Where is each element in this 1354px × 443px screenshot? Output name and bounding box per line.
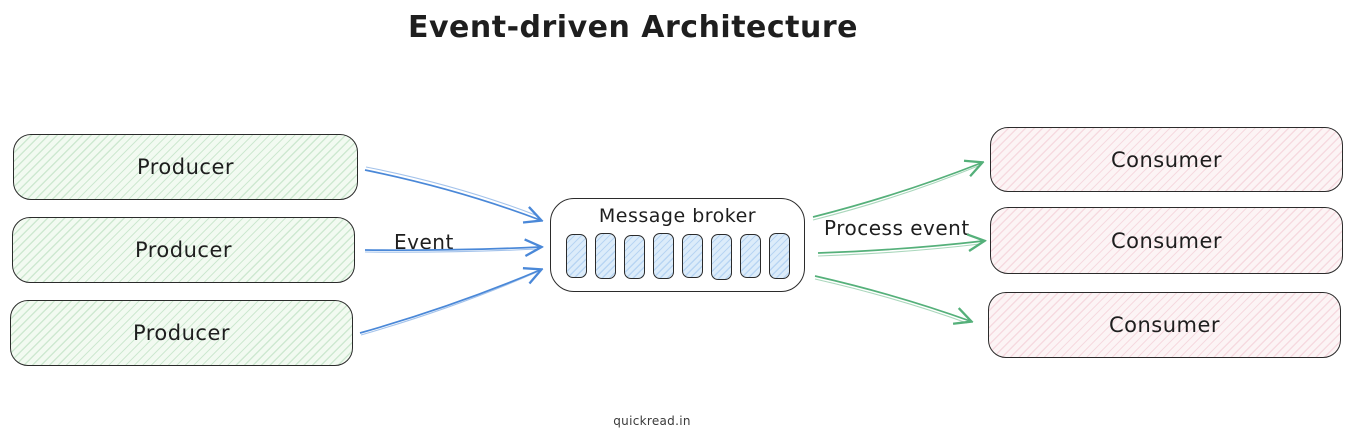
process-arrow-3	[814, 275, 970, 323]
producer-node-3: Producer	[10, 300, 353, 366]
queue-slot	[681, 233, 703, 278]
message-broker-label: Message broker	[598, 205, 757, 227]
queue-slot	[710, 233, 732, 280]
message-broker-node: Message broker	[550, 198, 805, 292]
queue-slot	[565, 233, 587, 278]
consumer-node-2-label: Consumer	[1110, 228, 1223, 253]
consumer-node-3: Consumer	[988, 292, 1341, 358]
watermark: quickread.in	[613, 414, 691, 428]
producer-node-2-label: Producer	[134, 238, 233, 262]
consumer-node-3-label: Consumer	[1108, 313, 1221, 337]
producer-node-1-label: Producer	[136, 155, 235, 179]
queue-slot	[652, 232, 674, 279]
diagram-title: Event-driven Architecture	[407, 10, 859, 45]
queue-slot	[594, 232, 616, 279]
consumer-node-1-label: Consumer	[1110, 147, 1223, 172]
producer-node-3-label: Producer	[132, 321, 231, 345]
queue-slot	[623, 234, 645, 279]
process-arrow-1	[812, 163, 981, 221]
process-arrow-2	[817, 241, 983, 257]
event-arrow-3	[359, 270, 540, 336]
producer-node-2: Producer	[12, 217, 355, 283]
queue-slot	[739, 233, 761, 278]
process-event-edge-label: Process event	[824, 216, 970, 240]
broker-slot-row	[565, 232, 790, 280]
event-edge-label: Event	[394, 230, 454, 254]
consumer-node-2: Consumer	[990, 207, 1343, 274]
event-arrow-1	[364, 166, 540, 220]
producer-node-1: Producer	[13, 134, 358, 200]
queue-slot	[768, 232, 790, 279]
consumer-node-1: Consumer	[990, 127, 1343, 192]
